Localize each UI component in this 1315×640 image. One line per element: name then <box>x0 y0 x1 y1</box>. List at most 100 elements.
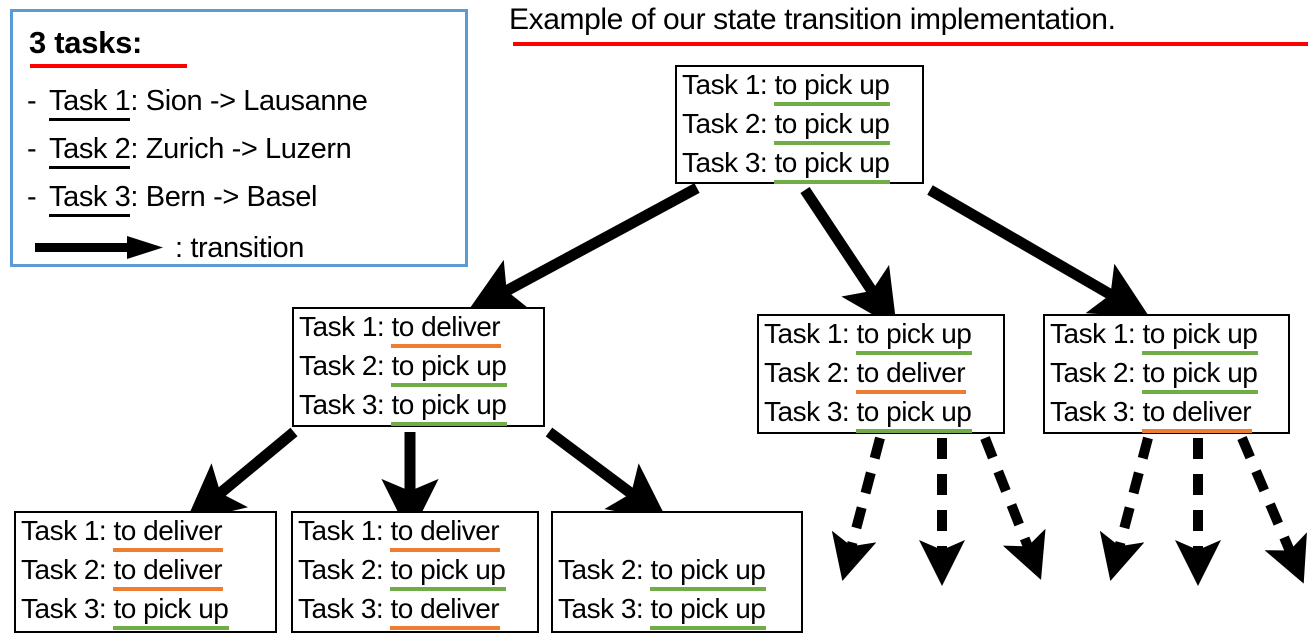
state-node-level1-right[interactable]: Task 1: to pick up Task 2: to pick up Ta… <box>1043 314 1290 434</box>
state-line-status: to deliver <box>113 552 223 591</box>
state-node-level2-left[interactable]: Task 1: to deliver Task 2: to deliver Ta… <box>14 511 277 633</box>
state-line: Task 3: to pick up <box>294 387 543 426</box>
legend-task-2-separator: : <box>130 133 146 165</box>
transition-arrow-root-to-left <box>466 183 700 313</box>
state-line-status: to pick up <box>856 316 973 355</box>
state-line-task: Task 3: <box>682 147 775 178</box>
state-line: Task 1: to pick up <box>677 67 922 106</box>
legend-task-2-route: Zurich -> Luzern <box>145 133 352 165</box>
state-line-task: Task 1: <box>682 69 775 100</box>
state-line: Task 3: to pick up <box>677 145 922 184</box>
legend-bullet: - <box>27 181 37 213</box>
state-line: Task 2: to pick up <box>294 348 543 387</box>
state-node-level1-left[interactable]: Task 1: to deliver Task 2: to pick up Ta… <box>292 307 545 427</box>
transition-arrow-root-to-right <box>927 185 1150 318</box>
state-line: Task 1: to pick up <box>759 316 1003 355</box>
legend-task-3: -Task 3: Bern -> Basel <box>27 180 318 217</box>
state-line-task: Task 1: <box>764 318 857 349</box>
state-line: Task 2: to deliver <box>759 355 1003 394</box>
state-line: Task 1: to deliver <box>293 513 537 552</box>
state-line-task: Task 3: <box>558 593 651 624</box>
state-line: Task 1: to pick up <box>1045 316 1288 355</box>
legend-transition-label: : transition <box>175 232 304 264</box>
state-line-task: Task 3: <box>1050 396 1143 427</box>
state-line-task: Task 1: <box>299 311 392 342</box>
page-title-underline <box>513 42 1308 46</box>
state-line-status: to deliver <box>391 309 501 348</box>
state-line-status: to pick up <box>774 67 891 106</box>
state-line-task: Task 2: <box>682 108 775 139</box>
state-line: Task 3: to pick up <box>16 591 275 630</box>
state-line-status: to pick up <box>391 348 508 387</box>
legend-transition-row: : transition <box>35 228 455 272</box>
state-line-status: to deliver <box>1142 394 1252 433</box>
state-line-task: Task 3: <box>298 593 391 624</box>
legend-heading: 3 tasks: <box>29 25 143 60</box>
page-title: Example of our state transition implemen… <box>509 3 1116 36</box>
state-line: Task 2: to pick up <box>553 552 801 591</box>
state-line-task: Task 1: <box>298 515 391 546</box>
state-line-task: Task 2: <box>1050 357 1143 388</box>
state-line: Task 1: to deliver <box>294 309 543 348</box>
state-line-status: to pick up <box>391 387 508 426</box>
state-line-status: to pick up <box>1142 316 1259 355</box>
transition-arrow-right-dashed-1 <box>1099 436 1153 582</box>
state-line-status: to pick up <box>1142 355 1259 394</box>
state-line-task: Task 3: <box>21 593 114 624</box>
state-node-level2-right[interactable]: Task 2: to pick up Task 3: to pick up <box>551 511 803 633</box>
state-line-status: to pick up <box>650 591 767 630</box>
legend-box: 3 tasks: -Task 1: Sion -> Lausanne -Task… <box>10 9 468 267</box>
state-line-task: Task 2: <box>21 554 114 585</box>
solid-arrow-right-icon <box>35 236 163 259</box>
state-line-task: Task 2: <box>558 554 651 585</box>
state-line-task: Task 2: <box>298 554 391 585</box>
legend-task-2: -Task 2: Zurich -> Luzern <box>27 132 352 169</box>
legend-task-3-route: Bern -> Basel <box>145 181 318 213</box>
state-line: Task 3: to deliver <box>1045 394 1288 433</box>
state-line-status: to deliver <box>856 355 966 394</box>
state-line-status: to pick up <box>774 106 891 145</box>
state-line-status: to deliver <box>390 591 500 630</box>
legend-task-1-separator: : <box>130 85 146 117</box>
state-line: Task 3: to deliver <box>293 591 537 630</box>
state-line-task: Task 1: <box>21 515 114 546</box>
state-line-status: to deliver <box>390 513 500 552</box>
state-line-status: to deliver <box>113 513 223 552</box>
state-line-task: Task 3: <box>299 389 392 420</box>
legend-bullet: - <box>27 85 37 117</box>
state-line-empty <box>553 513 801 552</box>
state-line: Task 2: to pick up <box>293 552 537 591</box>
legend-task-3-separator: : <box>130 181 146 213</box>
legend-task-2-name: Task 2 <box>49 133 131 169</box>
legend-task-1: -Task 1: Sion -> Lausanne <box>27 84 368 121</box>
legend-task-1-name: Task 1 <box>49 85 131 121</box>
transition-arrow-left-to-b3 <box>545 427 668 521</box>
state-line: Task 2: to deliver <box>16 552 275 591</box>
state-line-status: to pick up <box>774 145 891 184</box>
state-line: Task 3: to pick up <box>759 394 1003 433</box>
state-line-status: to pick up <box>390 552 507 591</box>
transition-arrow-middle-dashed-3 <box>980 436 1046 580</box>
state-line: Task 1: to deliver <box>16 513 275 552</box>
state-line-status: to pick up <box>650 552 767 591</box>
transition-arrow-right-dashed-3 <box>1237 436 1307 584</box>
state-line-task: Task 2: <box>764 357 857 388</box>
state-line-status: to pick up <box>856 394 973 433</box>
state-line-task: Task 2: <box>299 350 392 381</box>
state-node-root[interactable]: Task 1: to pick up Task 2: to pick up Ta… <box>675 65 924 184</box>
legend-bullet: - <box>27 133 37 165</box>
state-line-task: Task 3: <box>764 396 857 427</box>
legend-heading-underline <box>30 64 187 68</box>
transition-arrow-middle-dashed-1 <box>831 436 885 582</box>
state-node-level1-middle[interactable]: Task 1: to pick up Task 2: to deliver Ta… <box>757 314 1005 434</box>
state-node-level2-middle[interactable]: Task 1: to deliver Task 2: to pick up Ta… <box>291 511 539 633</box>
transition-arrow-left-to-b1 <box>185 427 298 522</box>
legend-task-3-name: Task 3 <box>49 181 131 217</box>
state-line-task: Task 1: <box>1050 318 1143 349</box>
state-line: Task 2: to pick up <box>1045 355 1288 394</box>
state-line-status: to pick up <box>113 591 230 630</box>
state-line: Task 3: to pick up <box>553 591 801 630</box>
legend-task-1-route: Sion -> Lausanne <box>145 85 368 117</box>
transition-arrow-root-to-middle <box>800 186 897 329</box>
